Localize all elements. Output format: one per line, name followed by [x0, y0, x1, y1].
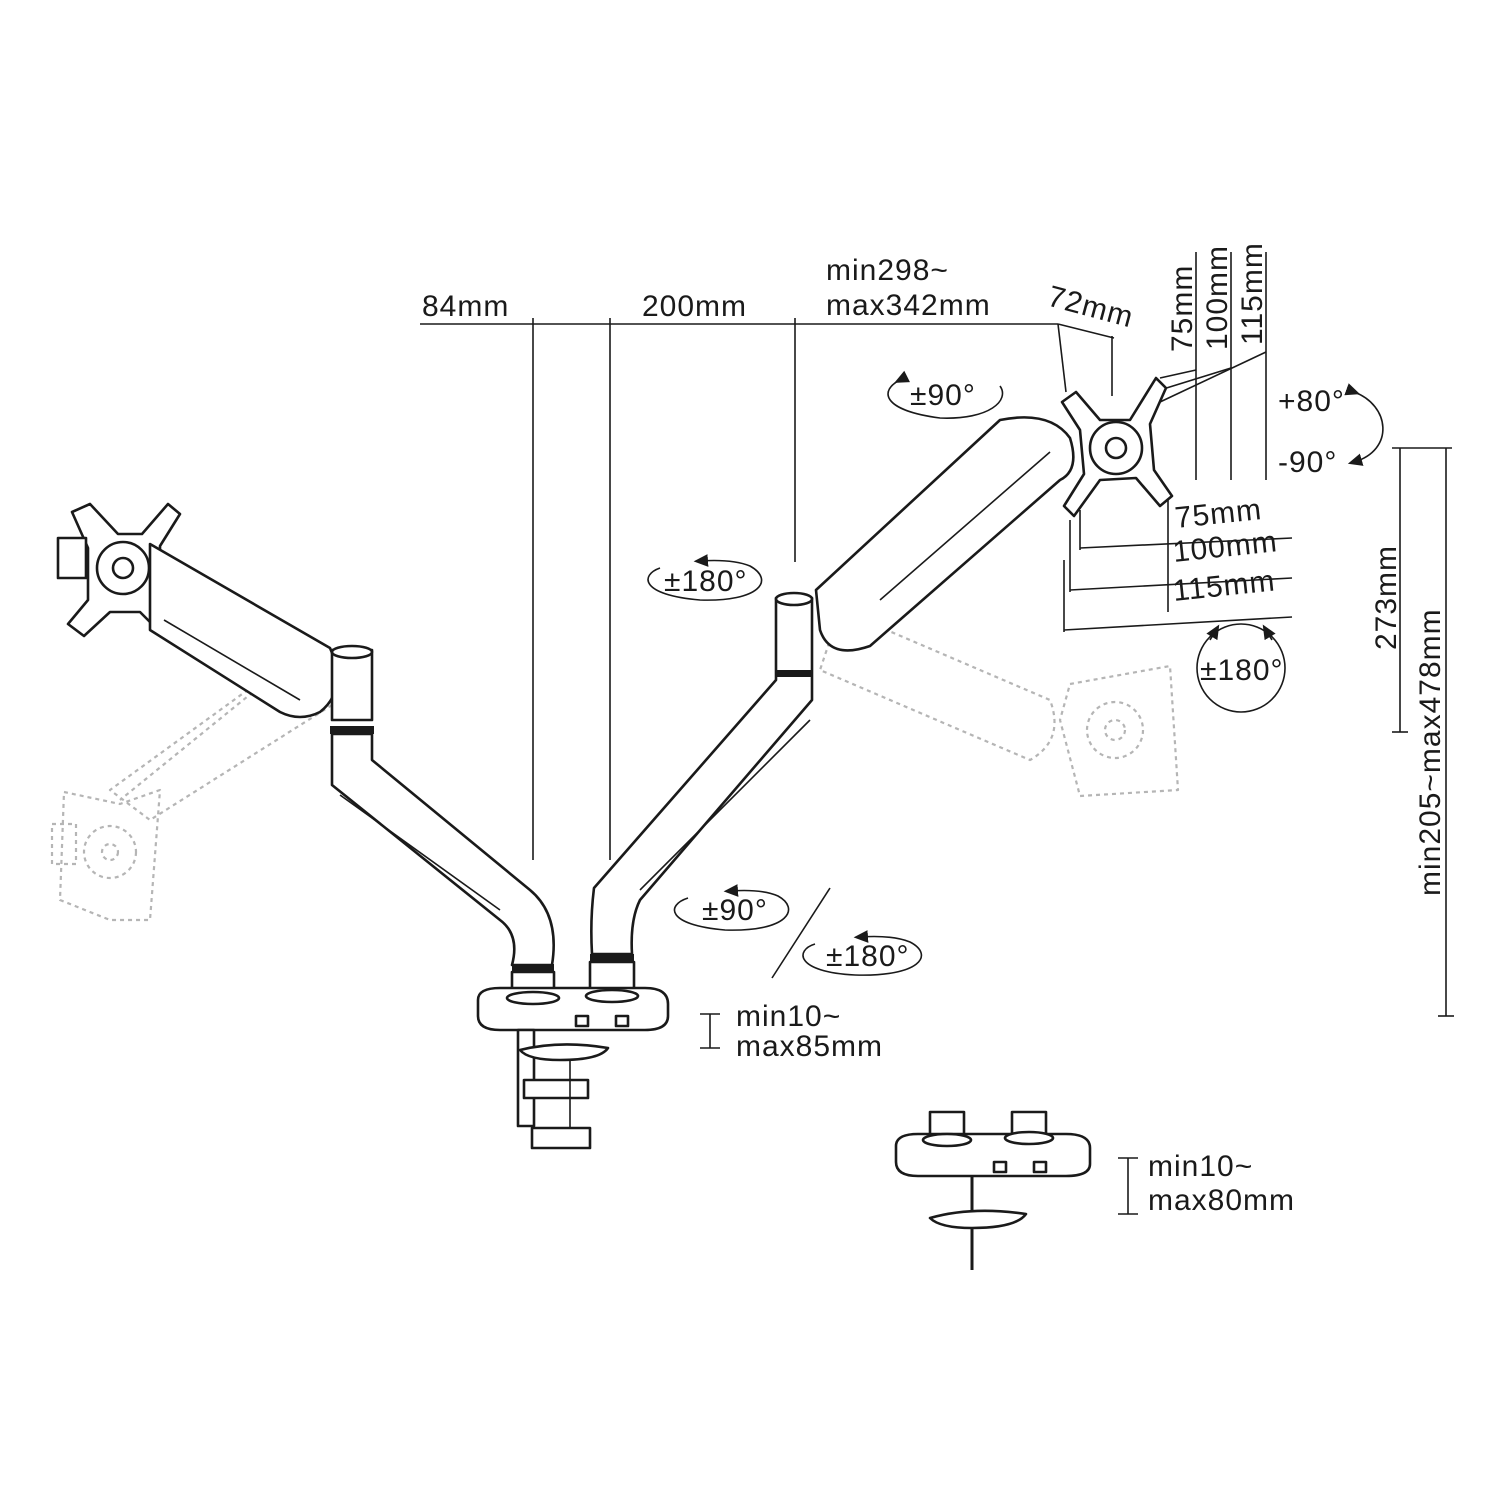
left-lower-arm [330, 732, 555, 967]
right-monitor-arm [588, 376, 1174, 998]
pole-offset-label: 84mm [422, 290, 509, 323]
left-monitor-arm [56, 502, 556, 1000]
top-dimension-lines [420, 318, 1115, 860]
left-post [330, 648, 374, 722]
vesa-top-75-label: 75mm [1166, 265, 1199, 352]
vesa-bottom-115-label: 115mm [1171, 564, 1277, 608]
arm-swivel-indicator: ±180° [647, 554, 763, 601]
tilt-down-label: -90° [1278, 446, 1337, 479]
vesa-top-dimensions: 75mm 100mm 115mm [1159, 242, 1269, 480]
right-ghost-arm [818, 608, 1180, 798]
height-dimensions: 273mm min205~max478mm [1370, 447, 1454, 1017]
elbow-swivel-indicator: ±90° [673, 884, 790, 931]
separator-slash [771, 887, 831, 979]
grommet-min-label: min10~ [1148, 1150, 1253, 1183]
elbow-swivel-label: ±90° [702, 894, 768, 927]
grommet-base [894, 1110, 1092, 1270]
tilt-indicator: +80° -90° [1278, 383, 1384, 479]
clamp-base [476, 986, 670, 1150]
right-upper-arm [814, 416, 1075, 652]
screen-rotate-label: ±180° [1200, 654, 1284, 687]
arm-swivel-label: ±180° [664, 565, 748, 598]
grommet-dimension: min10~ max80mm [1118, 1150, 1295, 1217]
base-swivel-label: ±180° [826, 940, 910, 973]
head-swivel-indicator: ±90° [887, 370, 1004, 419]
tilt-up-label: +80° [1278, 385, 1345, 418]
arm-reach-max-label: max342mm [826, 289, 991, 322]
head-swivel-label: ±90° [910, 379, 976, 412]
overall-height-label: min205~max478mm [1414, 608, 1447, 896]
base-swivel-indicator: ±180° [802, 930, 923, 976]
clamp-min-label: min10~ [736, 1000, 841, 1033]
vesa-top-100-label: 100mm [1201, 245, 1234, 350]
clamp-max-label: max85mm [736, 1030, 883, 1063]
left-upper-arm [148, 542, 339, 719]
pole-spacing-label: 200mm [642, 290, 747, 323]
screen-rotate-indicator: ±180° [1196, 623, 1286, 713]
vesa-top-115-label: 115mm [1236, 242, 1269, 345]
arm-reach-min-label: min298~ [826, 254, 949, 287]
vesa-bottom-dimensions: 75mm 100mm 115mm [1063, 490, 1293, 632]
clamp-dimension: min10~ max85mm [700, 1000, 883, 1063]
height-travel-label: 273mm [1370, 545, 1403, 650]
grommet-max-label: max80mm [1148, 1184, 1295, 1217]
